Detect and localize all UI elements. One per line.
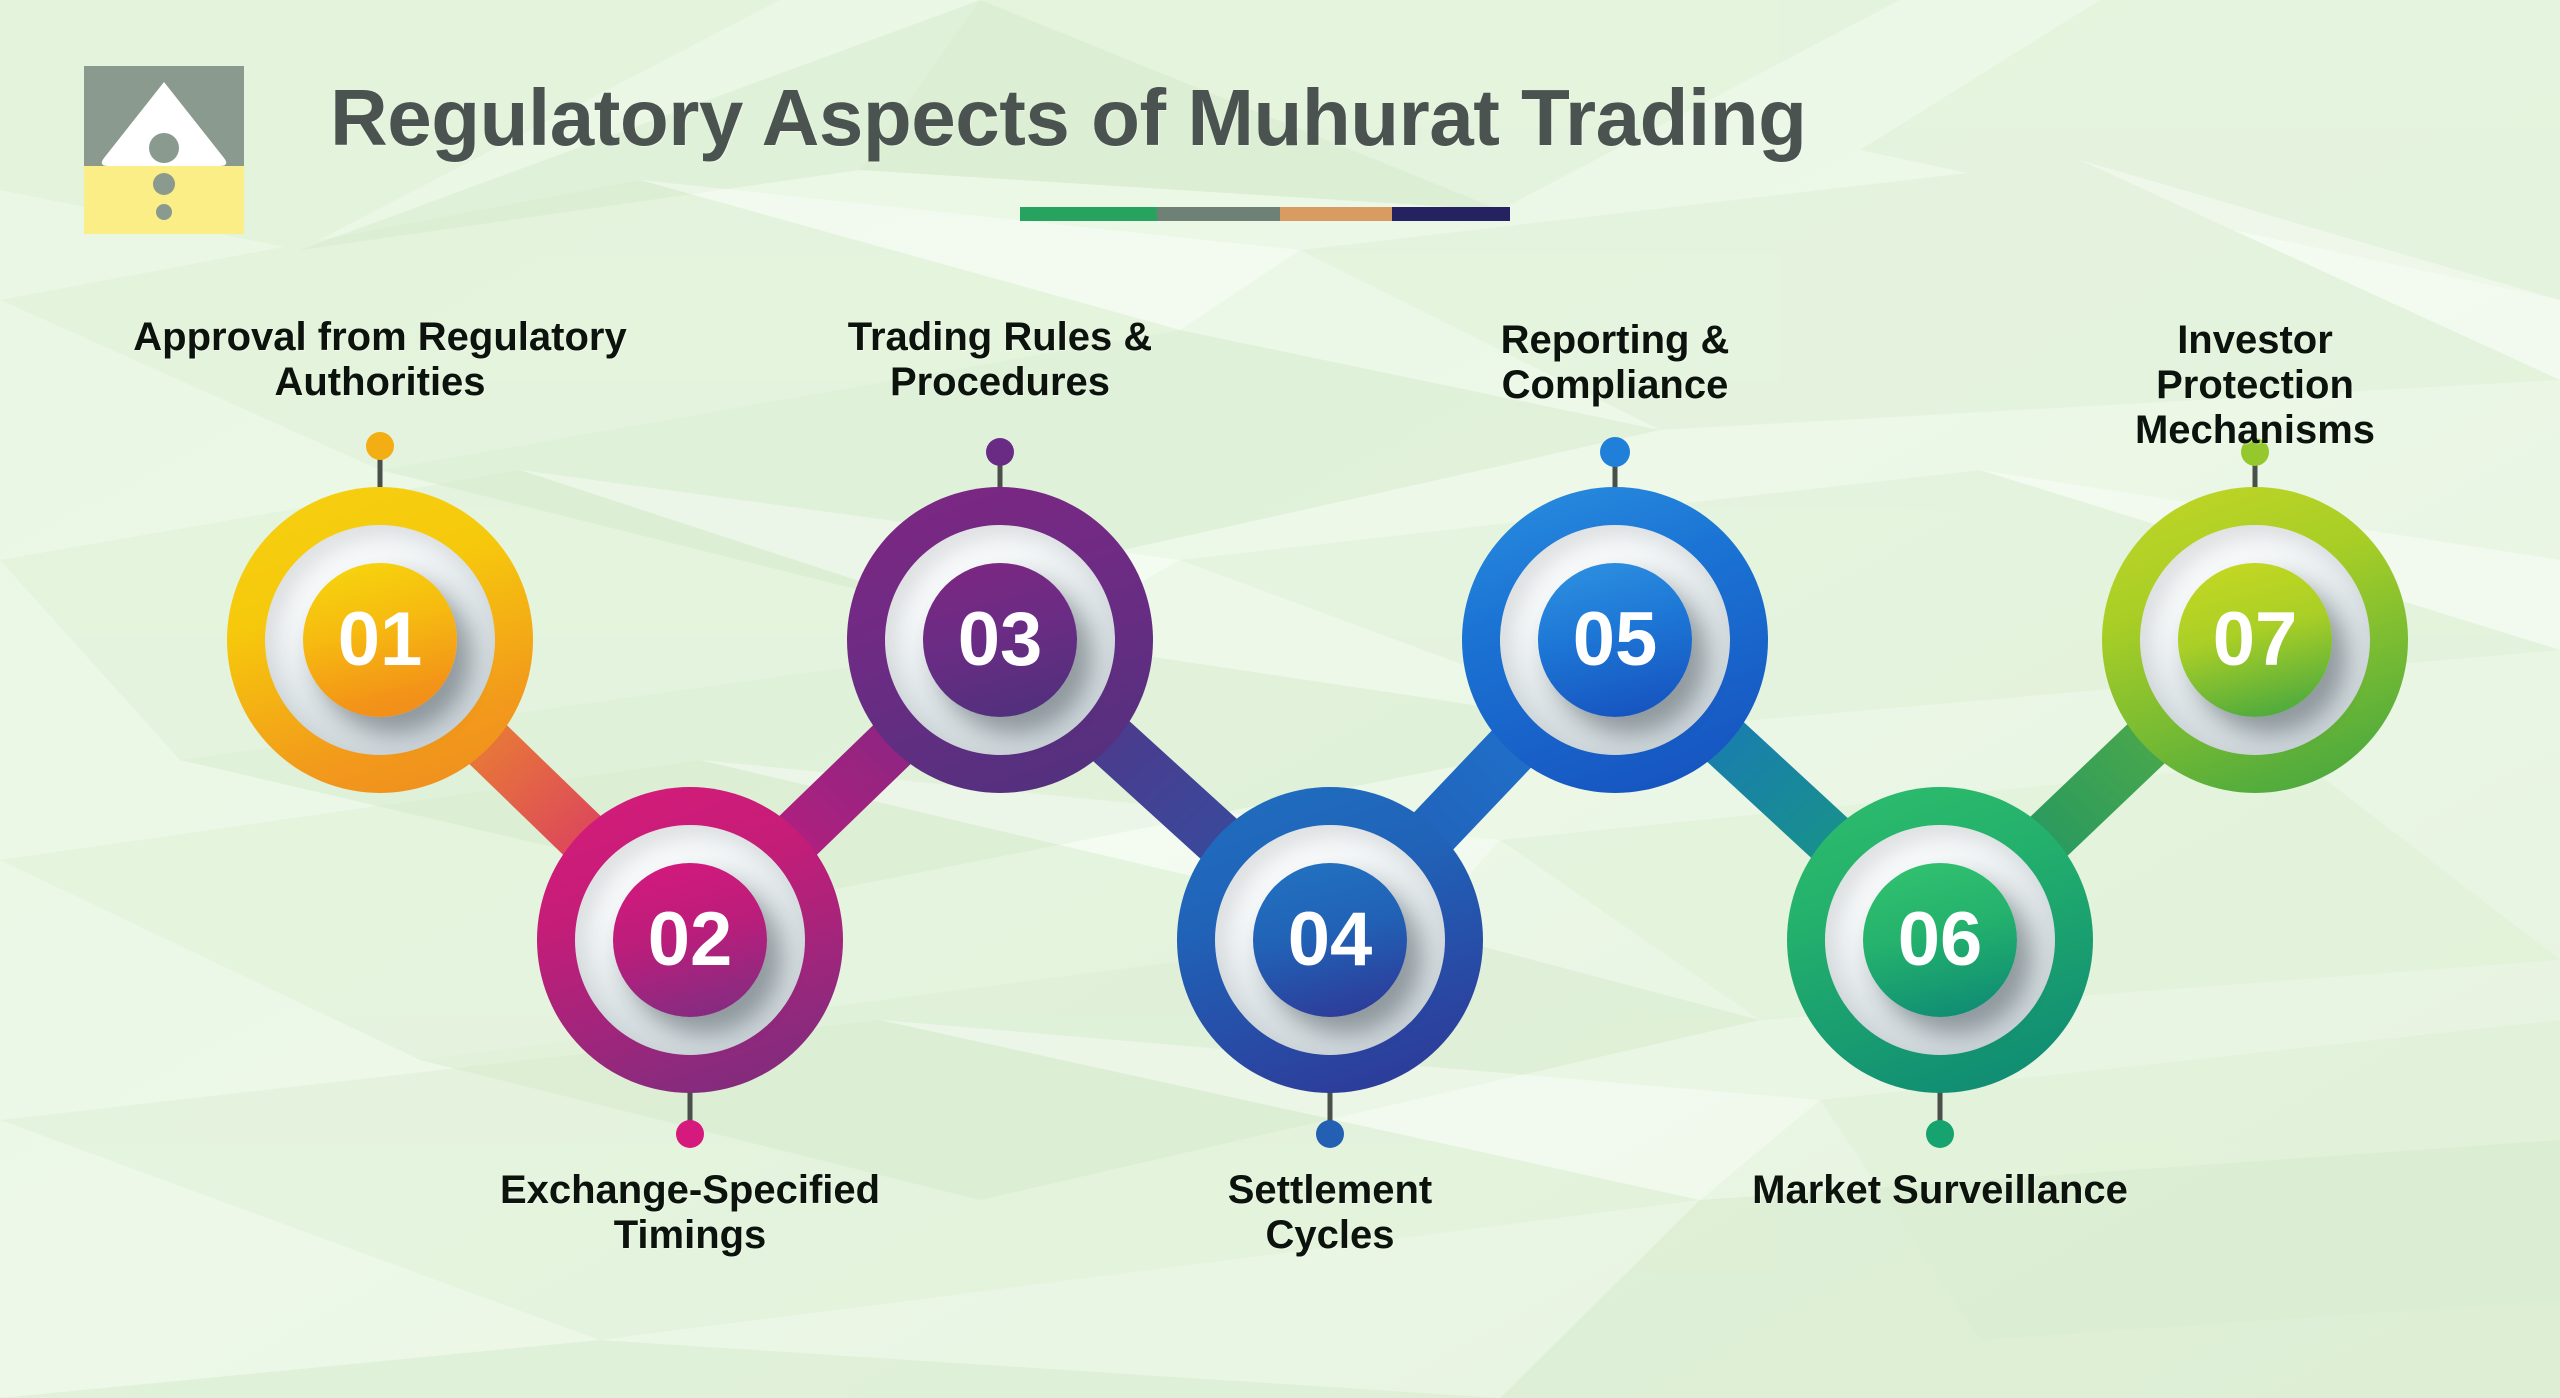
pin-dot-6: [1926, 1120, 1954, 1148]
step-label-3: Trading Rules & Procedures: [847, 315, 1153, 404]
step-label-7: Investor Protection Mechanisms: [2134, 318, 2376, 452]
step-label-6: Market Surveillance: [1752, 1168, 2128, 1212]
node-core: 03: [923, 563, 1077, 717]
node-number: 02: [647, 897, 733, 982]
step-node-4[interactable]: 04: [1177, 787, 1483, 1093]
node-number: 03: [957, 597, 1043, 682]
node-number: 04: [1287, 897, 1373, 982]
step-label-4: Settlement Cycles: [1227, 1168, 1433, 1257]
node-core: 02: [613, 863, 767, 1017]
step-node-2[interactable]: 02: [537, 787, 843, 1093]
step-node-5[interactable]: 05: [1462, 487, 1768, 793]
rule-segment-4: [1392, 207, 1510, 221]
node-number: 07: [2212, 597, 2298, 682]
pin-dot-4: [1316, 1120, 1344, 1148]
step-node-1[interactable]: 01: [227, 487, 533, 793]
page-title: Regulatory Aspects of Muhurat Trading: [330, 73, 1807, 162]
warning-triangle-icon: [101, 82, 227, 220]
rule-segment-2: [1157, 207, 1280, 221]
step-label-1: Approval from Regulatory Authorities: [133, 315, 627, 404]
node-core: 06: [1863, 863, 2017, 1017]
pin-dot-7: [2241, 438, 2269, 466]
rule-segment-1: [1020, 207, 1158, 221]
node-number: 05: [1572, 597, 1658, 682]
step-label-5: Reporting & Compliance: [1500, 318, 1730, 407]
pin-dot-5: [1600, 437, 1630, 467]
title-underline-rule: [1020, 207, 1510, 221]
brand-logo: [84, 66, 244, 234]
pin-dot-1: [366, 432, 394, 460]
step-node-7[interactable]: 07: [2102, 487, 2408, 793]
node-core: 04: [1253, 863, 1407, 1017]
pin-dot-2: [676, 1120, 704, 1148]
node-core: 05: [1538, 563, 1692, 717]
node-core: 07: [2178, 563, 2332, 717]
pin-dot-3: [986, 438, 1014, 466]
node-number: 01: [337, 597, 423, 682]
step-node-3[interactable]: 03: [847, 487, 1153, 793]
step-node-6[interactable]: 06: [1787, 787, 2093, 1093]
node-core: 01: [303, 563, 457, 717]
node-number: 06: [1897, 897, 1983, 982]
rule-segment-3: [1279, 207, 1393, 221]
step-label-2: Exchange-Specified Timings: [499, 1168, 881, 1257]
